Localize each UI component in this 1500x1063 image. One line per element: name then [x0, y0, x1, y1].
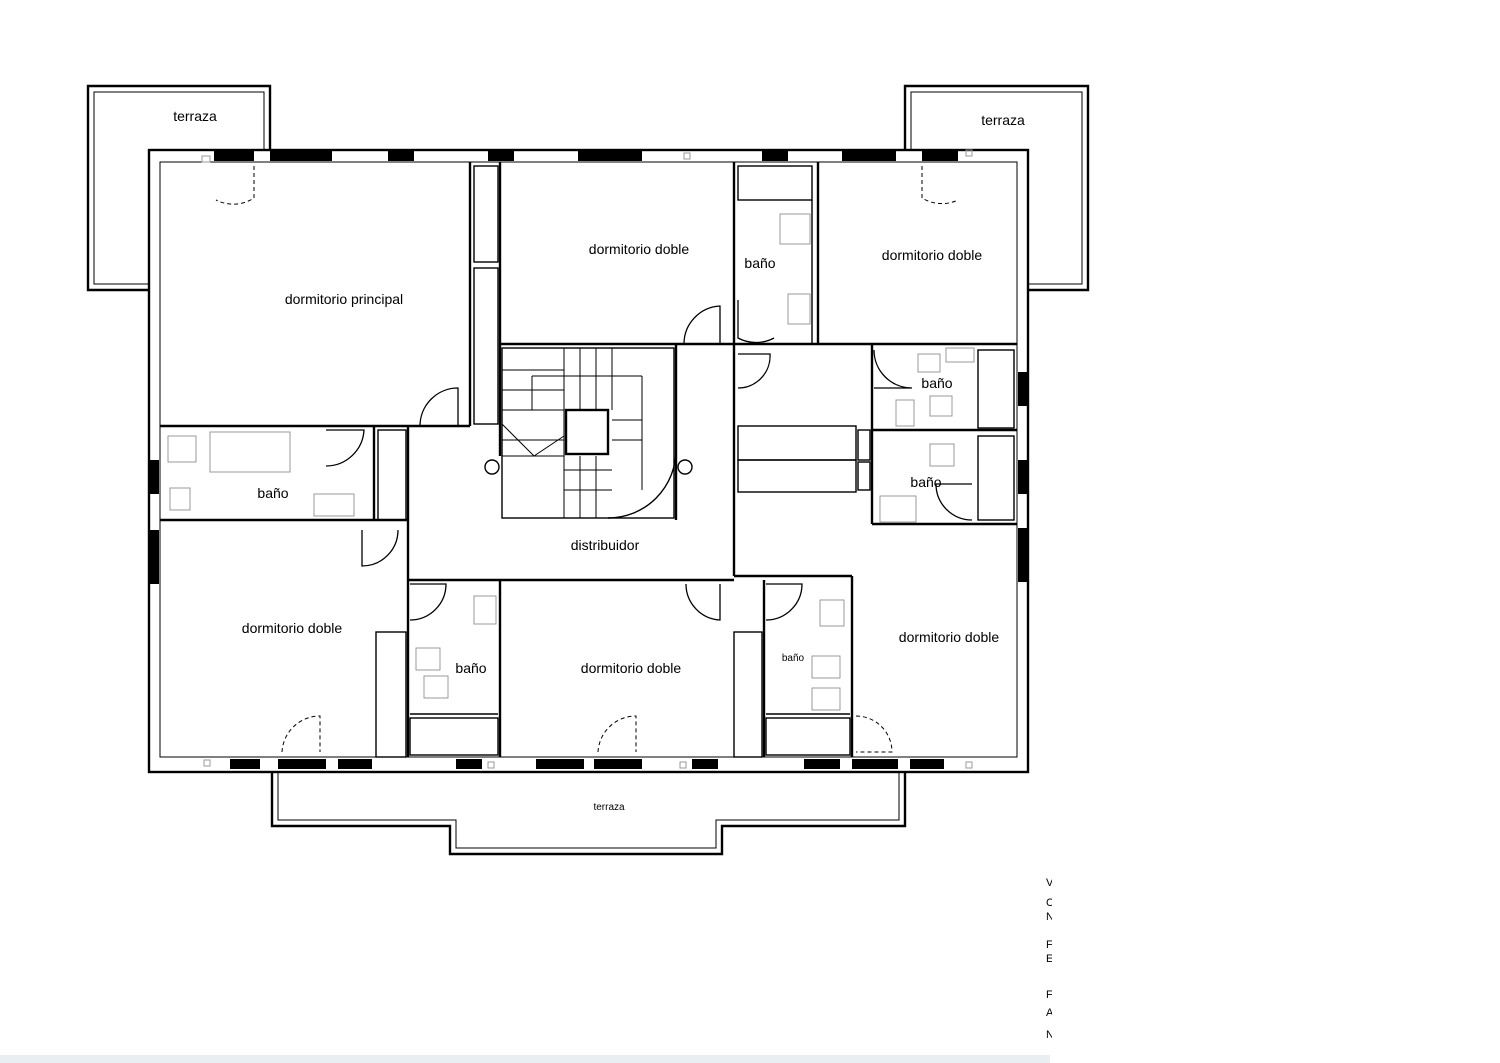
- cut-off-text-3: N: [1046, 912, 1052, 923]
- terrace-nw-label: terraza: [173, 108, 217, 124]
- bedroom-top-right-label: dormitorio doble: [882, 247, 983, 263]
- bathroom-fixtures: [167, 149, 975, 769]
- cut-off-text-4: F: [1046, 940, 1052, 951]
- bath-master-label: baño: [257, 485, 288, 501]
- hall-label: distribuidor: [571, 537, 640, 553]
- terrace-ne-label: terraza: [981, 112, 1025, 128]
- terrace-nw: [86, 84, 272, 292]
- cut-off-text-2: C: [1046, 898, 1052, 909]
- bedroom-bottom-center-label: dormitorio doble: [581, 660, 682, 676]
- bath-bottom-right-label: baño: [782, 653, 805, 664]
- master-bedroom-label: dormitorio principal: [285, 291, 403, 307]
- bath-right-upper-label: baño: [921, 375, 952, 391]
- bath-top-right-label: baño: [744, 255, 775, 271]
- bath-right-lower-label: baño: [910, 474, 941, 490]
- bottom-strip: [0, 1055, 1050, 1063]
- bedroom-top-center-label: dormitorio doble: [589, 241, 690, 257]
- staircase: [484, 347, 693, 519]
- terrace-south: [270, 772, 907, 856]
- bedroom-bottom-right-label: dormitorio doble: [899, 629, 1000, 645]
- cut-off-text-7: A: [1046, 1008, 1052, 1019]
- windows: [150, 151, 1027, 769]
- bedroom-bottom-left-label: dormitorio doble: [242, 620, 343, 636]
- cut-off-text-1: V: [1046, 878, 1052, 889]
- bath-bottom-left-label: baño: [455, 660, 486, 676]
- terrace-south-label: terraza: [593, 802, 625, 813]
- cut-off-text-6: F: [1046, 990, 1052, 1001]
- outer-walls: [147, 148, 1030, 774]
- cut-off-text-5: E: [1046, 954, 1052, 965]
- cut-off-text-8: N: [1046, 1030, 1052, 1041]
- interior-walls: [160, 162, 1017, 758]
- terrace-ne: [903, 84, 1090, 292]
- doors: [215, 166, 973, 753]
